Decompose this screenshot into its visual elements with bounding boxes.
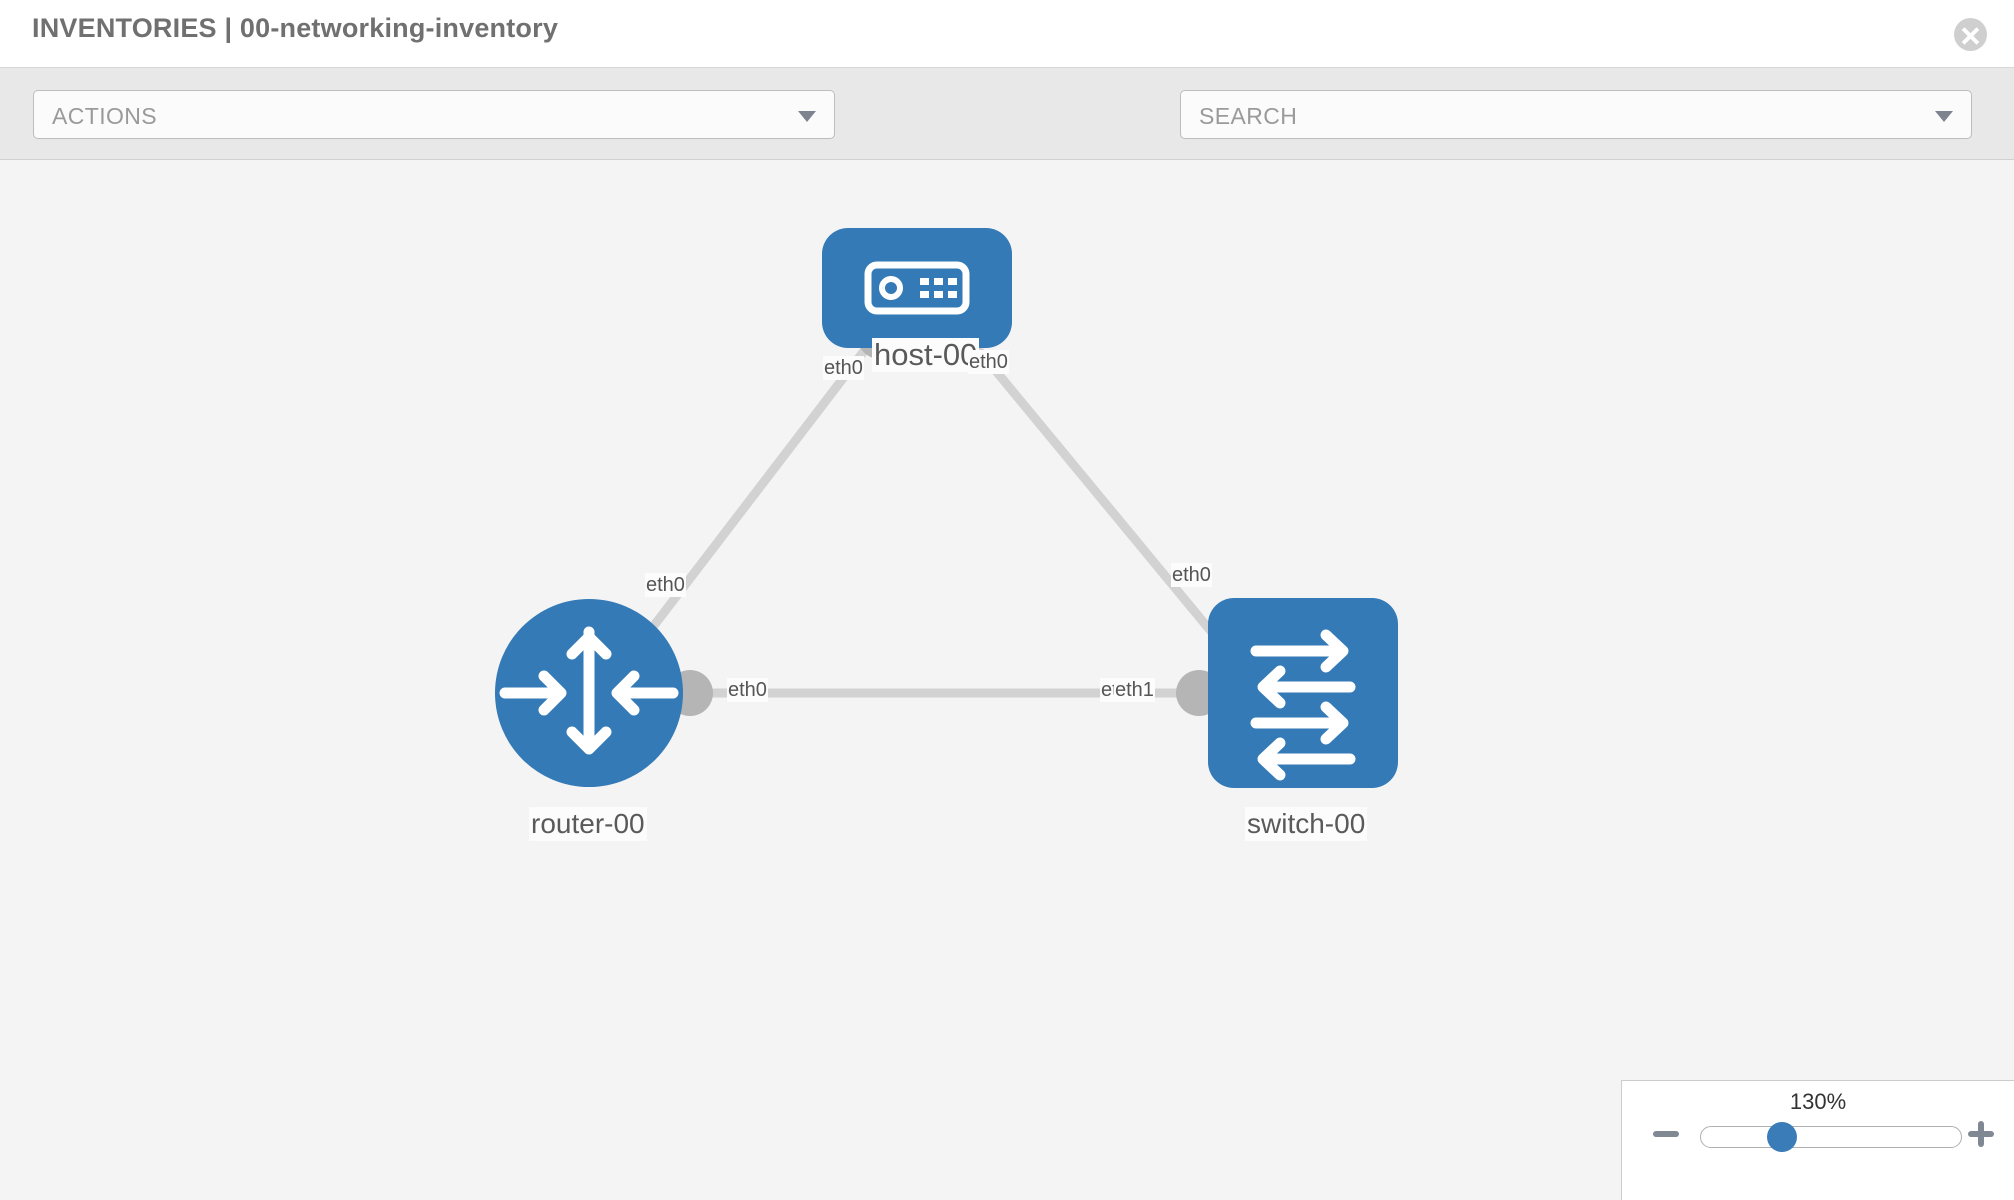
- actions-dropdown[interactable]: ACTIONS: [33, 90, 835, 139]
- window-header: INVENTORIES | 00-networking-inventory: [0, 0, 2014, 68]
- link-host-router[interactable]: [616, 327, 884, 673]
- actions-dropdown-label: ACTIONS: [52, 103, 158, 129]
- chevron-down-icon: [798, 111, 816, 122]
- iface-label-switch-up: eth0: [1171, 563, 1212, 587]
- link-host-switch[interactable]: [958, 327, 1247, 673]
- zoom-slider-thumb[interactable]: [1767, 1122, 1797, 1152]
- close-icon[interactable]: [1954, 18, 1987, 51]
- endpoint-layer: [605, 313, 1258, 716]
- node-host-00[interactable]: [822, 228, 1012, 348]
- switch-arrows-icon: [1250, 629, 1356, 781]
- iface-label-router-right: eth0: [727, 678, 768, 702]
- toolbar: ACTIONS SEARCH: [0, 68, 2014, 197]
- iface-label-router-up: eth0: [645, 573, 686, 597]
- topology-graph: [495, 228, 1398, 788]
- node-label-switch-00: switch-00: [1245, 807, 1368, 841]
- chevron-down-icon[interactable]: [1935, 111, 1953, 122]
- zoom-level-value: 130%: [1789, 1089, 1847, 1114]
- node-label-router-00: router-00: [529, 807, 647, 841]
- iface-label-switch-left: eth1: [1114, 678, 1155, 702]
- search-input[interactable]: SEARCH: [1180, 90, 1972, 139]
- plus-icon[interactable]: [1964, 1117, 1998, 1151]
- page-title: INVENTORIES | 00-networking-inventory: [32, 13, 559, 43]
- search-placeholder: SEARCH: [1199, 103, 1298, 129]
- zoom-slider[interactable]: [1700, 1126, 1962, 1148]
- topology-canvas[interactable]: host-00 eth0 eth0 eth0 eth0 eth0 eth0 et…: [0, 160, 2014, 1200]
- node-switch-00[interactable]: [1208, 598, 1398, 788]
- server-icon: [864, 261, 970, 315]
- router-arrows-icon: [499, 626, 679, 755]
- iface-label-host-left: eth0: [823, 356, 864, 380]
- minus-icon[interactable]: [1649, 1117, 1683, 1151]
- zoom-control-panel: 130%: [1621, 1080, 2014, 1200]
- iface-label-host-right: eth0: [968, 350, 1009, 374]
- node-label-host-00: host-00: [872, 337, 980, 372]
- node-router-00[interactable]: [495, 599, 683, 787]
- link-layer: [616, 327, 1255, 698]
